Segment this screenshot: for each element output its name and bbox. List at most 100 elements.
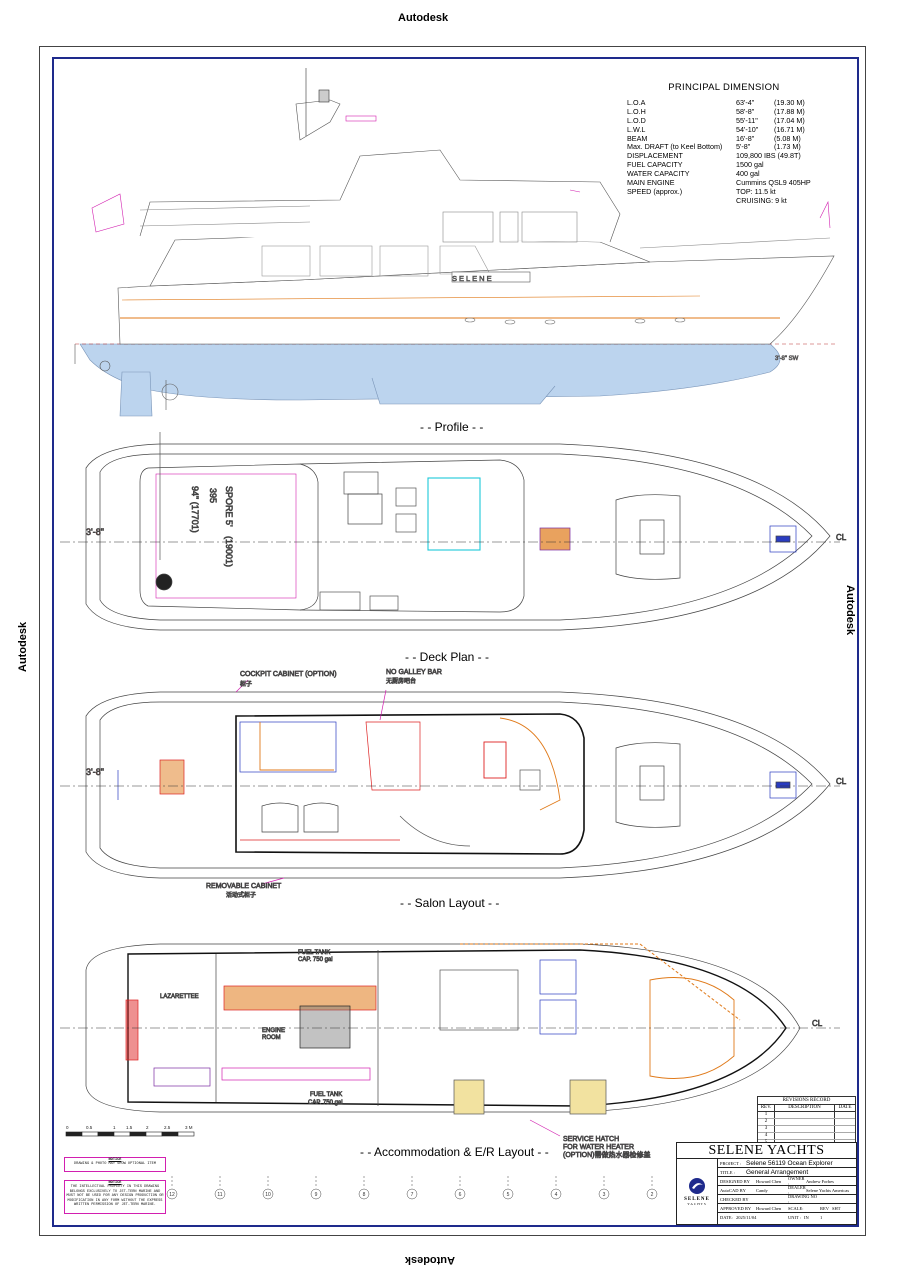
profile-hull-name: SELENE <box>452 274 494 283</box>
unit-value: IN <box>804 1214 809 1220</box>
deck-dim-3: (19001) <box>224 536 234 567</box>
salon-removable-cabinet: REMOVABLE CABINET <box>206 883 282 890</box>
rev-label: REV <box>820 1205 829 1211</box>
deck-cl-mark: CL <box>836 533 847 542</box>
dimension-value: 400 gal <box>736 169 760 179</box>
logo-text: SELENE <box>684 1197 710 1202</box>
frame-4: 4 <box>555 1192 558 1198</box>
revision-date <box>835 1112 855 1118</box>
dimension-metric: (17.04 M) <box>774 115 805 125</box>
dimension-row: SPEED (approx.)TOP: 11.5 kt <box>627 187 811 197</box>
dimension-metric: (5.08 M) <box>774 133 801 143</box>
autocad-value: Candy <box>756 1187 768 1193</box>
notice-optional-items: NOTICE DRAWING & PHOTO MAY SHOW OPTIONAL… <box>64 1157 166 1172</box>
accommodation-layout-view: FUEL TANK CAP. 750 gal FUEL TANK CAP. 75… <box>60 943 840 1159</box>
dimension-value: 58'-8" <box>736 106 755 116</box>
date-label: DATE: <box>720 1214 733 1220</box>
accom-engine-room-1: ENGINE <box>262 1028 285 1034</box>
dimension-metric: (19.30 M) <box>774 97 805 107</box>
dimension-label: L.O.D <box>627 115 646 125</box>
title-block: SELENE YACHTS SELENE YACHTS PROJECT : Se… <box>676 1142 857 1225</box>
accom-fuel-tank-top: FUEL TANK <box>298 950 330 956</box>
checked-label: CHECKED BY <box>720 1196 749 1202</box>
revisions-title: REVISIONS RECORD <box>758 1097 855 1105</box>
revision-description <box>775 1119 835 1125</box>
accom-fuel-tank-bot: FUEL TANK <box>310 1092 342 1098</box>
title-value: General Arrangement <box>746 1168 809 1176</box>
scale-tick-1: 0.5 <box>86 1125 93 1130</box>
frame-6: 6 <box>459 1192 462 1198</box>
dimension-label: L.O.A <box>627 97 646 107</box>
salon-layout-view: 3'-8" COCKPIT CABINET (OPTION) 柜子 NO GAL… <box>60 669 847 899</box>
dimension-label: FUEL CAPACITY <box>627 160 683 170</box>
date-value: 2025/11/04 <box>736 1214 757 1220</box>
profile-waterline-mark: 3'-8" SW <box>775 356 799 362</box>
approved-value: Howard Chen <box>756 1205 782 1211</box>
selene-logo-icon <box>689 1178 705 1194</box>
logo-sub: YACHTS <box>687 1202 707 1206</box>
revision-number: 4 <box>758 1133 775 1139</box>
autocad-label: AutoCAD BY <box>720 1187 746 1193</box>
frame-7: 7 <box>411 1192 414 1198</box>
unit-label: UNIT : <box>788 1214 802 1220</box>
frame-12: 12 <box>169 1192 175 1198</box>
deck-dim-1: 94" (17701) <box>190 486 200 533</box>
scale-tick-4: 2 <box>146 1125 149 1130</box>
designed-value: Howard Chen <box>756 1178 782 1184</box>
frame-11: 11 <box>217 1192 222 1198</box>
sheet-value: 1 <box>820 1214 823 1220</box>
title-label: TITLE : <box>720 1169 735 1175</box>
salon-no-galley: NO GALLEY BAR <box>386 669 442 676</box>
salon-beam-mark: 3'-8" <box>86 767 104 777</box>
accom-engine-room-2: ROOM <box>262 1035 281 1041</box>
frame-8: 8 <box>363 1192 366 1198</box>
owner-label: OWNER : <box>788 1176 805 1186</box>
revision-date <box>835 1133 855 1139</box>
revision-date <box>835 1126 855 1132</box>
caption-accommodation: - - Accommodation & E/R Layout - - <box>360 1145 549 1159</box>
revisions-col-date: DATE <box>838 1105 852 1110</box>
dimension-metric: (17.88 M) <box>774 106 805 116</box>
dimension-label: MAIN ENGINE <box>627 178 675 188</box>
owner-value: Andrew Forbes <box>806 1178 834 1184</box>
dimension-label <box>627 197 736 206</box>
revision-row: 3 <box>758 1126 855 1133</box>
salon-cockpit-cabinet-cn: 柜子 <box>240 680 252 688</box>
frame-stations <box>166 1176 658 1200</box>
revision-date <box>835 1119 855 1125</box>
frame-5: 5 <box>507 1192 510 1198</box>
notice-optional-body: DRAWING & PHOTO MAY SHOW OPTIONAL ITEM <box>74 1162 156 1166</box>
dimension-value: 55'-11" <box>736 115 758 125</box>
deck-dim-2: 395 <box>208 488 218 503</box>
revision-row: 4 <box>758 1133 855 1140</box>
notice-ip-title: NOTICE <box>108 1181 122 1185</box>
scale-tick-6: 3 M <box>185 1125 193 1130</box>
profile-view: SELENE 3'-8" SW <box>74 68 835 417</box>
dimension-label: BEAM <box>627 133 648 143</box>
dimension-metric: (16.71 M) <box>774 124 805 134</box>
dimension-row: L.O.D 55'-11" (17.04 M) <box>627 115 811 126</box>
notice-optional-title: NOTICE <box>108 1158 122 1162</box>
watermark-top: Autodesk <box>398 12 449 24</box>
dimension-label: WATER CAPACITY <box>627 169 690 179</box>
revisions-col-rev: REV. <box>758 1105 775 1111</box>
accom-lazarette: LAZARETTEE <box>160 994 199 1000</box>
drawing-frame <box>52 57 859 1227</box>
frame-9: 9 <box>315 1192 318 1198</box>
salon-no-galley-cn: 无厨房吧台 <box>386 677 416 685</box>
revisions-record: REVISIONS RECORD REV. DESCRIPTION DATE 1… <box>757 1096 856 1147</box>
caption-deck-plan: - - Deck Plan - - <box>405 650 490 664</box>
scale-label: SCALE: <box>788 1205 804 1211</box>
revision-number: 3 <box>758 1126 775 1132</box>
dimension-row: WATER CAPACITY 400 gal <box>627 169 811 179</box>
dimension-value: CRUISING: 9 kt <box>736 195 787 205</box>
dimension-value: 109,800 IBS (49.8T) <box>736 151 801 161</box>
deck-plan-view: 3'-8" SPORE 5' 94" (17701) 395 (19001) C… <box>60 432 847 631</box>
frame-10: 10 <box>265 1192 271 1198</box>
approved-label: APPROVED BY <box>720 1205 752 1211</box>
